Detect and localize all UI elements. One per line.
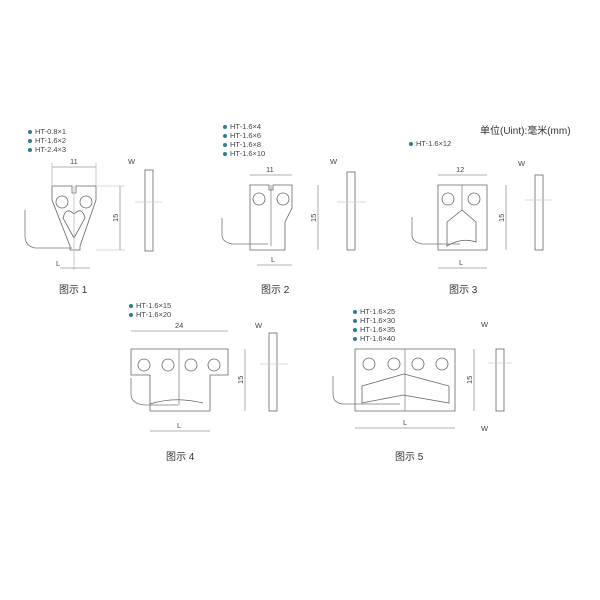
svg-text:L: L (177, 421, 181, 430)
bullet-icon (353, 337, 357, 342)
svg-text:24: 24 (175, 321, 183, 330)
figure-5-model-list: HT-1.6×25 HT-1.6×30 HT-1.6×35 HT-1.6×40 (353, 307, 395, 343)
figure-2-model-list: HT-1.6×4 HT-1.6×6 HT-1.6×8 HT-1.6×10 (223, 122, 265, 158)
bullet-icon (223, 143, 227, 148)
model-item: HT-1.6×30 (353, 316, 395, 325)
svg-text:W: W (481, 320, 489, 329)
svg-text:W: W (518, 159, 526, 168)
svg-text:15: 15 (309, 214, 318, 222)
svg-text:L: L (459, 258, 463, 267)
model-item: HT-1.6×10 (223, 149, 265, 158)
figure-3-caption: 图示 3 (449, 285, 478, 296)
figure-1-drawing (24, 163, 162, 270)
figure-3-drawing (411, 174, 552, 269)
model-item: HT-1.6×15 (129, 301, 171, 310)
model-item: HT-1.6×6 (223, 131, 265, 140)
unit-label: 单位(Uint):毫米(mm) (480, 126, 571, 137)
figure-5-caption: 图示 5 (395, 452, 424, 463)
model-item: HT-1.6×8 (223, 140, 265, 149)
svg-text:L: L (403, 418, 407, 427)
svg-text:15: 15 (111, 214, 120, 222)
bullet-icon (28, 139, 32, 144)
bullet-icon (28, 130, 32, 135)
svg-text:L: L (56, 259, 60, 268)
figure-2-drawing (221, 171, 366, 266)
svg-text:W: W (481, 424, 489, 433)
figure-3-model-list: HT-1.6×12 (409, 139, 451, 148)
bullet-icon (223, 125, 227, 130)
svg-text:W: W (128, 157, 136, 166)
bullet-icon (353, 310, 357, 315)
figure-1-caption: 图示 1 (59, 285, 88, 296)
bullet-icon (353, 319, 357, 324)
svg-text:W: W (330, 157, 338, 166)
figure-4-model-list: HT-1.6×15 HT-1.6×20 (129, 301, 171, 319)
svg-text:L: L (271, 255, 275, 264)
model-item: HT-1.6×20 (129, 310, 171, 319)
model-item: HT-1.6×35 (353, 325, 395, 334)
bullet-icon (409, 142, 413, 147)
figure-4-caption: 图示 4 (166, 452, 195, 463)
svg-text:W: W (255, 321, 263, 330)
model-item: HT-1.6×2 (28, 136, 66, 145)
svg-text:15: 15 (497, 214, 506, 222)
svg-text:12: 12 (456, 165, 464, 174)
figure-5-drawing (332, 348, 512, 429)
model-item: HT-1.6×25 (353, 307, 395, 316)
figure-2-caption: 图示 2 (261, 285, 290, 296)
fig1-width-dim: 11 (70, 157, 78, 166)
bullet-icon (129, 313, 133, 318)
model-item: HT-2.4×3 (28, 145, 66, 154)
model-item: HT-1.6×12 (409, 139, 451, 148)
svg-text:15: 15 (465, 376, 474, 384)
figure-1-model-list: HT-0.8×1 HT-1.6×2 HT-2.4×3 (28, 127, 66, 154)
figure-4-drawing (130, 330, 288, 432)
bullet-icon (223, 152, 227, 157)
bullet-icon (28, 148, 32, 153)
svg-text:15: 15 (236, 376, 245, 384)
bullet-icon (129, 304, 133, 309)
model-item: HT-0.8×1 (28, 127, 66, 136)
svg-text:11: 11 (266, 165, 274, 174)
bullet-icon (223, 134, 227, 139)
model-item: HT-1.6×40 (353, 334, 395, 343)
bullet-icon (353, 328, 357, 333)
model-item: HT-1.6×4 (223, 122, 265, 131)
